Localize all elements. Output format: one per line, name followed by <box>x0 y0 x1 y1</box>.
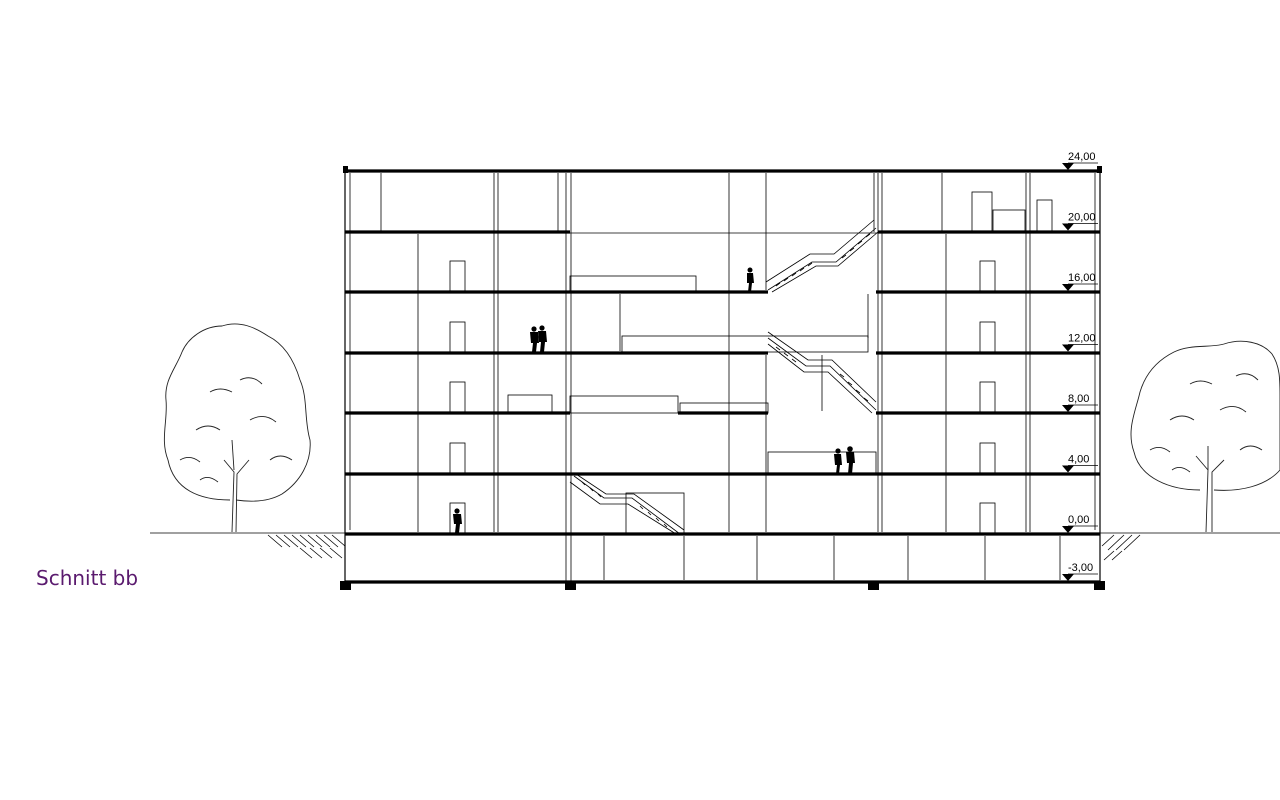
basement-divisions <box>603 536 1061 580</box>
tree-right <box>1130 340 1280 533</box>
tree-left <box>163 323 311 533</box>
level-marker-triangle <box>1062 284 1074 291</box>
level-marker-triangle <box>1062 163 1074 170</box>
furniture <box>507 191 1053 535</box>
people-silhouettes <box>453 267 855 533</box>
foundation-pads <box>340 581 1105 590</box>
stair-upper <box>765 219 879 293</box>
level-label: -3,00 <box>1068 562 1093 574</box>
level-label: 4,00 <box>1068 454 1089 466</box>
level-marker-triangle <box>1062 344 1074 352</box>
level-label: 24,00 <box>1068 151 1096 163</box>
level-marker-triangle <box>1062 465 1074 473</box>
soil-hatch-right <box>1101 534 1141 561</box>
level-label: 8,00 <box>1068 393 1089 405</box>
level-markers: 24,00 20,00 16,00 12,00 8,00 4,00 0,00 -3,00 <box>1062 151 1098 581</box>
level-label: 16,00 <box>1068 272 1096 284</box>
level-marker-triangle <box>1062 405 1074 412</box>
stair-middle <box>767 331 877 414</box>
level-label: 0,00 <box>1068 514 1089 526</box>
level-marker-triangle <box>1062 574 1074 581</box>
drawing-title: Schnitt bb <box>36 566 139 590</box>
interior-columns <box>380 173 1031 582</box>
level-marker-triangle <box>1062 223 1074 231</box>
doors <box>449 260 996 535</box>
level-marker-triangle <box>1062 526 1074 533</box>
soil-hatch-left <box>267 534 346 559</box>
stair-lower <box>569 473 685 535</box>
level-label: 20,00 <box>1068 212 1096 224</box>
level-label: 12,00 <box>1068 333 1096 345</box>
